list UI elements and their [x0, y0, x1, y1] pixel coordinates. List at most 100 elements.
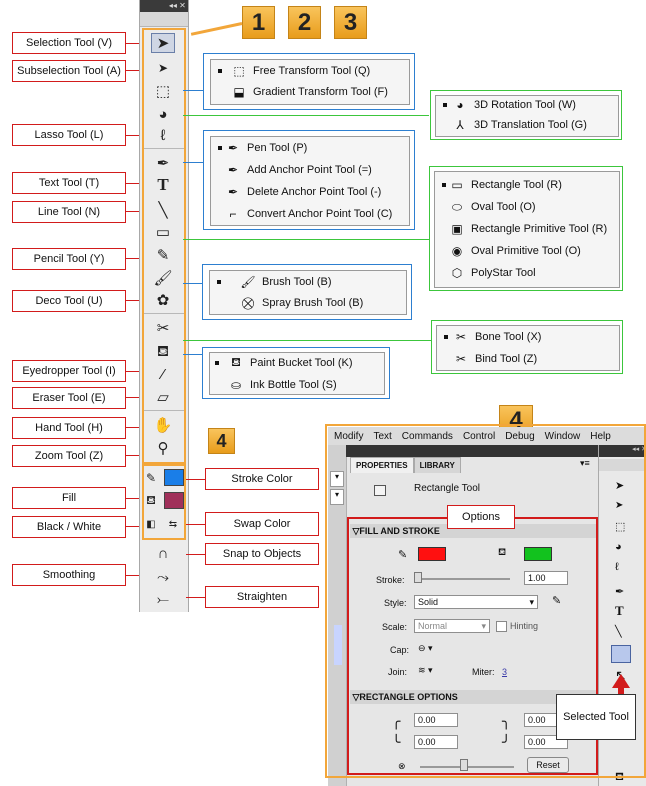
tab-library[interactable]: LIBRARY	[413, 457, 461, 473]
menu-text[interactable]: Text	[373, 430, 392, 442]
bone-icon: ✂	[455, 330, 467, 344]
mini-transform-icon[interactable]: ⬚	[615, 521, 626, 533]
pen-icon[interactable]: ✒	[156, 155, 170, 172]
eraser-icon[interactable]: ▱	[157, 389, 169, 406]
mini-toolbar-grip[interactable]	[599, 459, 646, 471]
scroll-down-icon-2[interactable]: ▾	[330, 489, 344, 505]
eyedropper-icon[interactable]: ⁄	[161, 365, 165, 383]
left-scroll-strip: ▾ ▾	[328, 445, 347, 786]
scroll-thumb[interactable]	[334, 625, 342, 665]
tool-3d-translation[interactable]: ⅄3D Translation Tool (G)	[451, 117, 587, 133]
miter-value[interactable]: 3	[502, 667, 508, 677]
tool-brush[interactable]: 🖌Brush Tool (B)	[240, 275, 332, 289]
zoom-icon[interactable]: ⚲	[157, 440, 169, 457]
section-fill-stroke[interactable]: ▽ FILL AND STROKE	[350, 524, 598, 538]
mini-line-icon[interactable]: ╲	[615, 626, 622, 638]
mini-subselection-icon[interactable]: ➤	[615, 500, 624, 511]
edit-stroke-pencil-icon[interactable]: ✎	[552, 595, 562, 607]
smoothing-icon[interactable]: ⤳	[156, 568, 169, 586]
3d-rotation-icon[interactable]: ◕	[158, 105, 168, 123]
tool-rectangle[interactable]: ▭Rectangle Tool (R)	[448, 176, 562, 194]
tool-delete-anchor[interactable]: ✒Delete Anchor Point Tool (-)	[224, 183, 381, 201]
hand-icon[interactable]: ✋	[153, 417, 173, 434]
hinting-checkbox[interactable]	[496, 621, 507, 632]
cap-dropdown[interactable]: ⊖ ▾	[418, 643, 433, 653]
prop-stroke-swatch[interactable]	[418, 547, 446, 561]
tool-oval[interactable]: ⬭Oval Tool (O)	[448, 198, 536, 216]
free-transform-icon[interactable]: ⬚	[155, 83, 171, 100]
label-fill: Fill	[12, 487, 126, 509]
menu-window[interactable]: Window	[544, 430, 581, 442]
tool-ink-bottle[interactable]: ⛀Ink Bottle Tool (S)	[227, 376, 337, 394]
rectangle-primitive-icon: ▣	[451, 222, 463, 236]
prop-fill-swatch[interactable]	[524, 547, 552, 561]
stroke-slider-thumb[interactable]	[414, 572, 422, 583]
mini-rectangle-icon-selected[interactable]	[611, 645, 631, 663]
menu-debug[interactable]: Debug	[505, 430, 535, 442]
text-tool-icon[interactable]: T	[157, 175, 169, 194]
stroke-input[interactable]: 1.00	[524, 571, 568, 585]
lock-corners-icon[interactable]: ⊗	[398, 761, 406, 771]
lasso-icon[interactable]: ℓ	[160, 126, 166, 144]
convert-anchor-icon: ⌐	[229, 207, 237, 221]
badge-4-small: 4	[208, 428, 235, 454]
fill-color-swatch[interactable]	[164, 492, 184, 509]
tool-paint-bucket[interactable]: ⛾Paint Bucket Tool (K)	[227, 354, 352, 372]
tool-pen[interactable]: ✒Pen Tool (P)	[224, 139, 307, 157]
tool-free-transform[interactable]: ⬚Free Transform Tool (Q)	[230, 62, 370, 80]
label-selection-tool: Selection Tool (V)	[12, 32, 126, 54]
menu-modify[interactable]: Modify	[334, 430, 364, 442]
menu-control[interactable]: Control	[462, 430, 496, 442]
snap-magnet-icon[interactable]: ∩	[157, 544, 169, 562]
mini-3d-icon[interactable]: ◕	[615, 541, 622, 553]
section-rectangle-options[interactable]: ▽ RECTANGLE OPTIONS	[350, 690, 598, 704]
join-dropdown[interactable]: ≋ ▾	[418, 665, 433, 675]
line-tool-icon[interactable]: ╲	[158, 202, 168, 219]
panel-grip[interactable]	[140, 12, 188, 27]
selection-tool-icon[interactable]: ➤	[151, 33, 175, 53]
tool-bone[interactable]: ✂Bone Tool (X)	[452, 328, 541, 346]
label-selected-tool: Selected Tool	[556, 694, 636, 740]
panel-menu-icon[interactable]: ▾≡	[580, 458, 590, 468]
scroll-down-icon[interactable]: ▾	[330, 471, 344, 487]
black-white-icon[interactable]: ◧	[146, 518, 156, 530]
mini-pen-icon[interactable]: ✒	[615, 586, 625, 598]
label-stroke-color: Stroke Color	[205, 468, 319, 490]
panel-collapse-bar[interactable]: ◂◂ ✕	[140, 0, 188, 12]
style-dropdown[interactable]: Solid▾	[414, 595, 538, 609]
tool-3d-rotation[interactable]: ◕3D Rotation Tool (W)	[451, 97, 576, 113]
straighten-icon[interactable]: ⤚	[156, 590, 169, 608]
mini-selection-icon[interactable]: ➤	[615, 480, 625, 492]
tab-properties[interactable]: PROPERTIES	[350, 457, 414, 473]
label-options: Options	[447, 505, 515, 529]
reset-button[interactable]: Reset	[527, 757, 569, 773]
mini-lasso-icon[interactable]: ℓ	[615, 561, 619, 573]
tool-oval-primitive[interactable]: ◉Oval Primitive Tool (O)	[448, 242, 581, 260]
deco-icon[interactable]: ✿	[156, 292, 170, 309]
tool-spray-brush[interactable]: ⛒Spray Brush Tool (B)	[239, 294, 363, 312]
subselection-tool-icon[interactable]: ➤	[157, 61, 169, 75]
mini-text-icon[interactable]: T	[615, 603, 624, 618]
tool-convert-anchor[interactable]: ⌐Convert Anchor Point Tool (C)	[224, 205, 392, 223]
pencil-icon[interactable]: ✎	[156, 247, 170, 264]
bone-icon[interactable]: ✂	[156, 320, 170, 337]
stroke-color-swatch[interactable]	[164, 469, 184, 486]
spray-brush-icon: ⛒	[241, 295, 255, 310]
corner-slider-thumb[interactable]	[460, 759, 468, 771]
paint-bucket-icon[interactable]: ⛾	[156, 342, 170, 360]
tool-rectangle-primitive[interactable]: ▣Rectangle Primitive Tool (R)	[448, 220, 607, 238]
menu-commands[interactable]: Commands	[401, 430, 453, 442]
stroke-slider[interactable]	[414, 578, 510, 580]
scale-dropdown[interactable]: Normal▾	[414, 619, 490, 633]
tool-gradient-transform[interactable]: ⬓Gradient Transform Tool (F)	[230, 83, 388, 101]
brush-icon[interactable]: 🖌	[153, 270, 173, 287]
tool-polystar[interactable]: ⬡PolyStar Tool	[448, 264, 536, 282]
tool-bind[interactable]: ✂Bind Tool (Z)	[452, 350, 537, 368]
swap-color-icon[interactable]: ⇆	[168, 518, 178, 530]
tool-add-anchor[interactable]: ✒Add Anchor Point Tool (=)	[224, 161, 372, 179]
rectangle-tool-icon[interactable]: ▭	[155, 224, 171, 241]
menu-help[interactable]: Help	[590, 430, 611, 442]
corner-bl-input[interactable]: 0.00	[414, 735, 458, 749]
corner-tl-input[interactable]: 0.00	[414, 713, 458, 727]
mini-toolbar-collapse[interactable]: ◂◂ ✕	[599, 445, 646, 457]
